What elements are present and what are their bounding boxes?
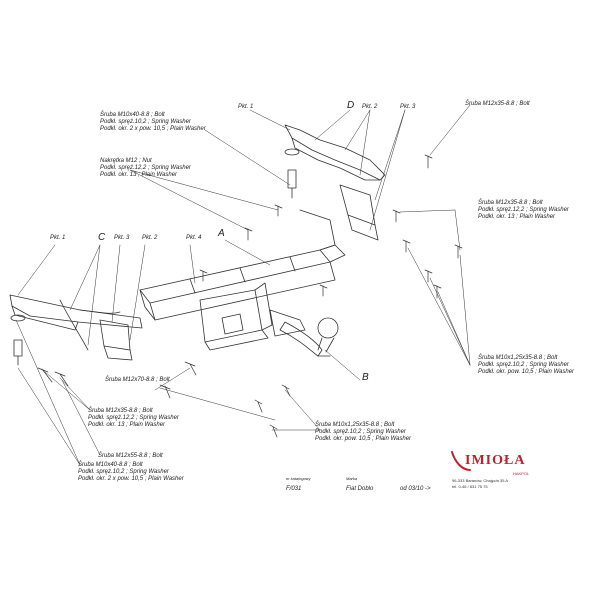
- label-bolt-m12x35-top: Śruba M12x35-8.8 ; Bolt: [465, 101, 530, 107]
- label-bolt-m12x35-left: Śruba M12x35-8.8 ; Bolt Podkł. spręż.12,…: [88, 408, 179, 428]
- label-bolt-m10x1-bottom: Śruba M10x1,25x35-8.8 ; Bolt Podkł. sprę…: [315, 422, 412, 442]
- model-number-label: nr katalogowy: [286, 476, 311, 481]
- right-arm-part-d: [284, 124, 386, 251]
- towbar-body: [199, 282, 306, 351]
- label-bolt-m10x40-top: Śruba M10x40-8.8 ; Bolt Podkł. spręż.10,…: [100, 112, 206, 132]
- make: Fiat Doblo: [346, 486, 374, 492]
- address-line-1: 96-333 Baranów, Chajęcin 35 A: [452, 478, 509, 483]
- make-label: Marka: [346, 476, 358, 481]
- leader-lines: [15, 104, 471, 466]
- label-bolt-m12x70: Śruba M12x70-8.8 ; Bolt: [105, 377, 170, 383]
- label-pkt3-top: Pkt. 3: [400, 104, 416, 110]
- crossbeam-part-a: [139, 244, 346, 321]
- left-arm-part-c: [9, 294, 143, 366]
- label-pkt2-top: Pkt. 2: [362, 104, 378, 110]
- date-range: od 03/10 ->: [400, 486, 431, 492]
- brand-sub: HAKPOL: [513, 471, 530, 476]
- label-pkt3-left: Pkt. 3: [114, 235, 130, 241]
- part-letter-a: A: [218, 228, 225, 239]
- label-pkt1-left: Pkt. 1: [50, 235, 66, 241]
- address-line-2: tel. 0-46 / 831 75 75: [452, 484, 488, 489]
- label-bolt-m12x55: Śruba M12x55-8.8 ; Bolt: [98, 453, 163, 459]
- bolt-set: [37, 154, 463, 438]
- label-pkt1-top: Pkt. 1: [238, 104, 254, 110]
- part-letter-d: D: [347, 100, 355, 111]
- part-letter-c: C: [98, 232, 106, 243]
- label-pkt4: Pkt. 4: [186, 235, 202, 241]
- ball-hitch-part-b: [279, 317, 339, 357]
- part-letter-b: B: [362, 372, 369, 383]
- label-nut-m12: Nakrętka M12 ; Nut Podkł. spręż.12,2 ; S…: [100, 158, 191, 178]
- label-pkt2-left: Pkt. 2: [142, 235, 158, 241]
- model-number: F/031: [286, 486, 302, 492]
- logo-mark: [451, 451, 471, 471]
- brand-logo: IMIOŁA: [465, 453, 526, 468]
- label-bolt-m10x1-right: Śruba M10x1,25x35-8.8 ; Bolt Podkł. sprę…: [478, 355, 575, 375]
- label-bolt-m12x35-right: Śruba M12x35-8.8 ; Bolt Podkł. spręż.12,…: [478, 200, 569, 220]
- label-bolt-m10x40-bottom: Śruba M10x40-8.8 ; Bolt Podkł. spręż.10,…: [78, 462, 184, 482]
